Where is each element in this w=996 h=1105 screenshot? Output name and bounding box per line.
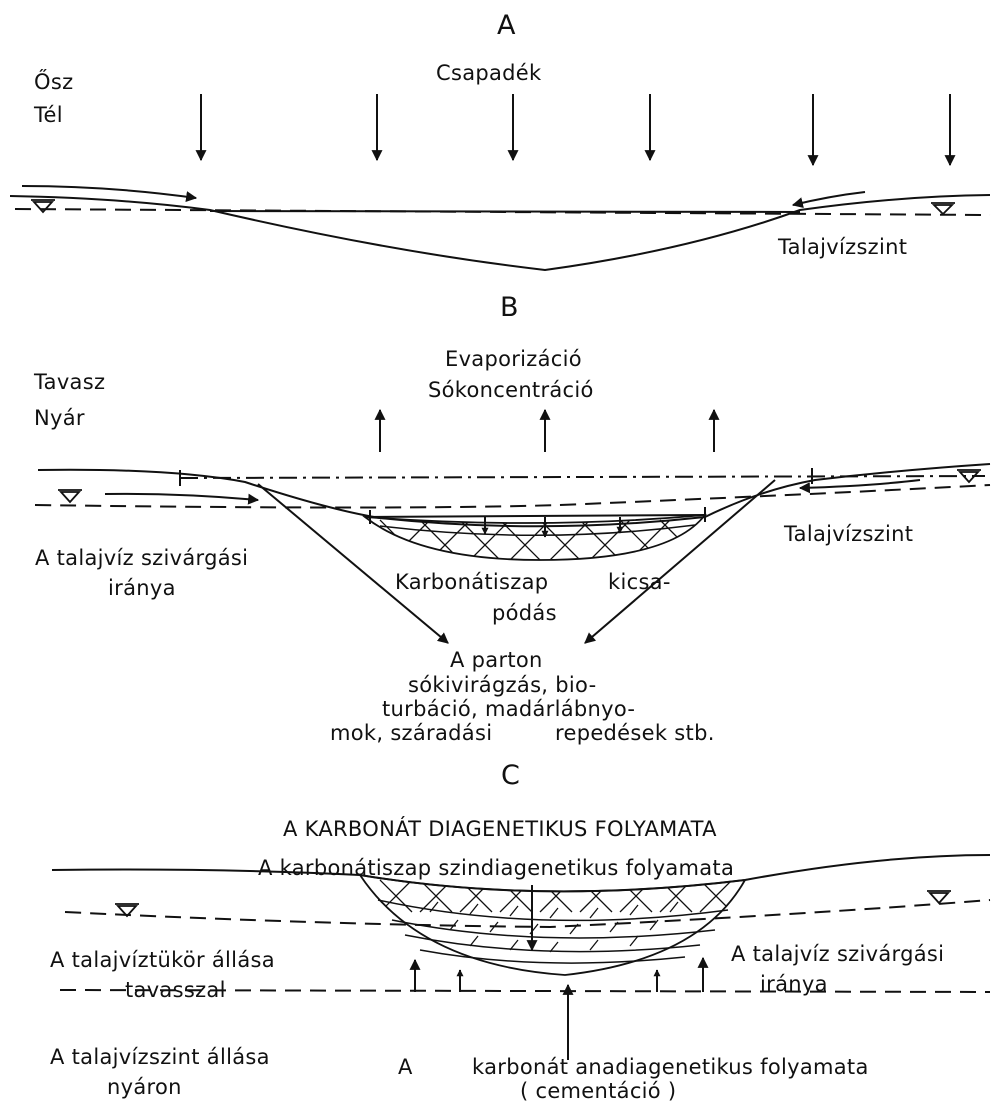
season-spring-label: Tavasz (34, 370, 105, 394)
shore-features-label-3: turbáció, madárlábnyo- (382, 697, 635, 721)
groundwater-line-b (35, 485, 990, 508)
carbonate-mud-label-1: Karbonátiszap (395, 570, 548, 594)
seepage-direction-label-b-2: iránya (108, 576, 176, 600)
inflow-arrow-left-b (105, 494, 258, 500)
water-table-symbol (58, 490, 82, 502)
season-summer-label: Nyár (34, 406, 85, 430)
anadiagenetic-label-a: A (398, 1055, 413, 1079)
water-surface-b (365, 515, 705, 517)
seepage-direction-label-b-1: A talajvíz szivárgási (35, 546, 248, 570)
summer-water-table-label-1: A talajvízszint állása (50, 1045, 270, 1069)
anadiagenetic-process-label: karbonát anadiagenetikus folyamata (472, 1055, 869, 1079)
panel-c-letter: C (501, 764, 520, 788)
carbonate-mud-label-3: pódás (492, 601, 557, 625)
panel-c-title: A KARBONÁT DIAGENETIKUS FOLYAMATA (283, 817, 717, 841)
season-winter-label: Tél (34, 103, 63, 127)
evaporation-label: Evaporizáció (445, 347, 582, 371)
precipitation-label: Csapadék (436, 61, 541, 85)
water-table-symbol (927, 891, 951, 903)
spring-water-table-label-2: tavasszal (125, 978, 226, 1002)
seepage-direction-label-c-2: iránya (760, 972, 828, 996)
summer-water-table-label-2: nyáron (107, 1075, 182, 1099)
groundwater-level-label-a: Talajvízszint (778, 235, 907, 259)
groundwater-line-a (15, 209, 990, 215)
inflow-arrow-right-b (800, 480, 920, 488)
former-water-level (180, 476, 985, 478)
shore-arrow-right (585, 480, 775, 643)
shore-features-label-1: A parton (450, 648, 543, 672)
panel-b-letter: B (500, 296, 519, 320)
water-table-symbol (931, 203, 955, 214)
salt-concentration-label: Sókoncentráció (428, 378, 594, 402)
shore-features-label-2: sókivirágzás, bio- (408, 673, 596, 697)
carbonate-mud-label-2: kicsa- (608, 570, 671, 594)
shore-features-label-4: mok, száradási (330, 721, 492, 745)
cementation-label: ( cementáció ) (520, 1079, 676, 1103)
panel-a-letter: A (497, 14, 516, 38)
seepage-direction-label-c-1: A talajvíz szivárgási (731, 942, 944, 966)
spring-water-table-label-1: A talajvíztükör állása (50, 948, 275, 972)
groundwater-level-label-b: Talajvízszint (784, 522, 913, 546)
spring-water-table (65, 900, 990, 927)
season-autumn-label: Ősz (34, 70, 73, 94)
syndiagenetic-process-label: A karbonátiszap szindiagenetikus folyama… (258, 856, 734, 880)
shore-features-label-5: repedések stb. (555, 721, 715, 745)
